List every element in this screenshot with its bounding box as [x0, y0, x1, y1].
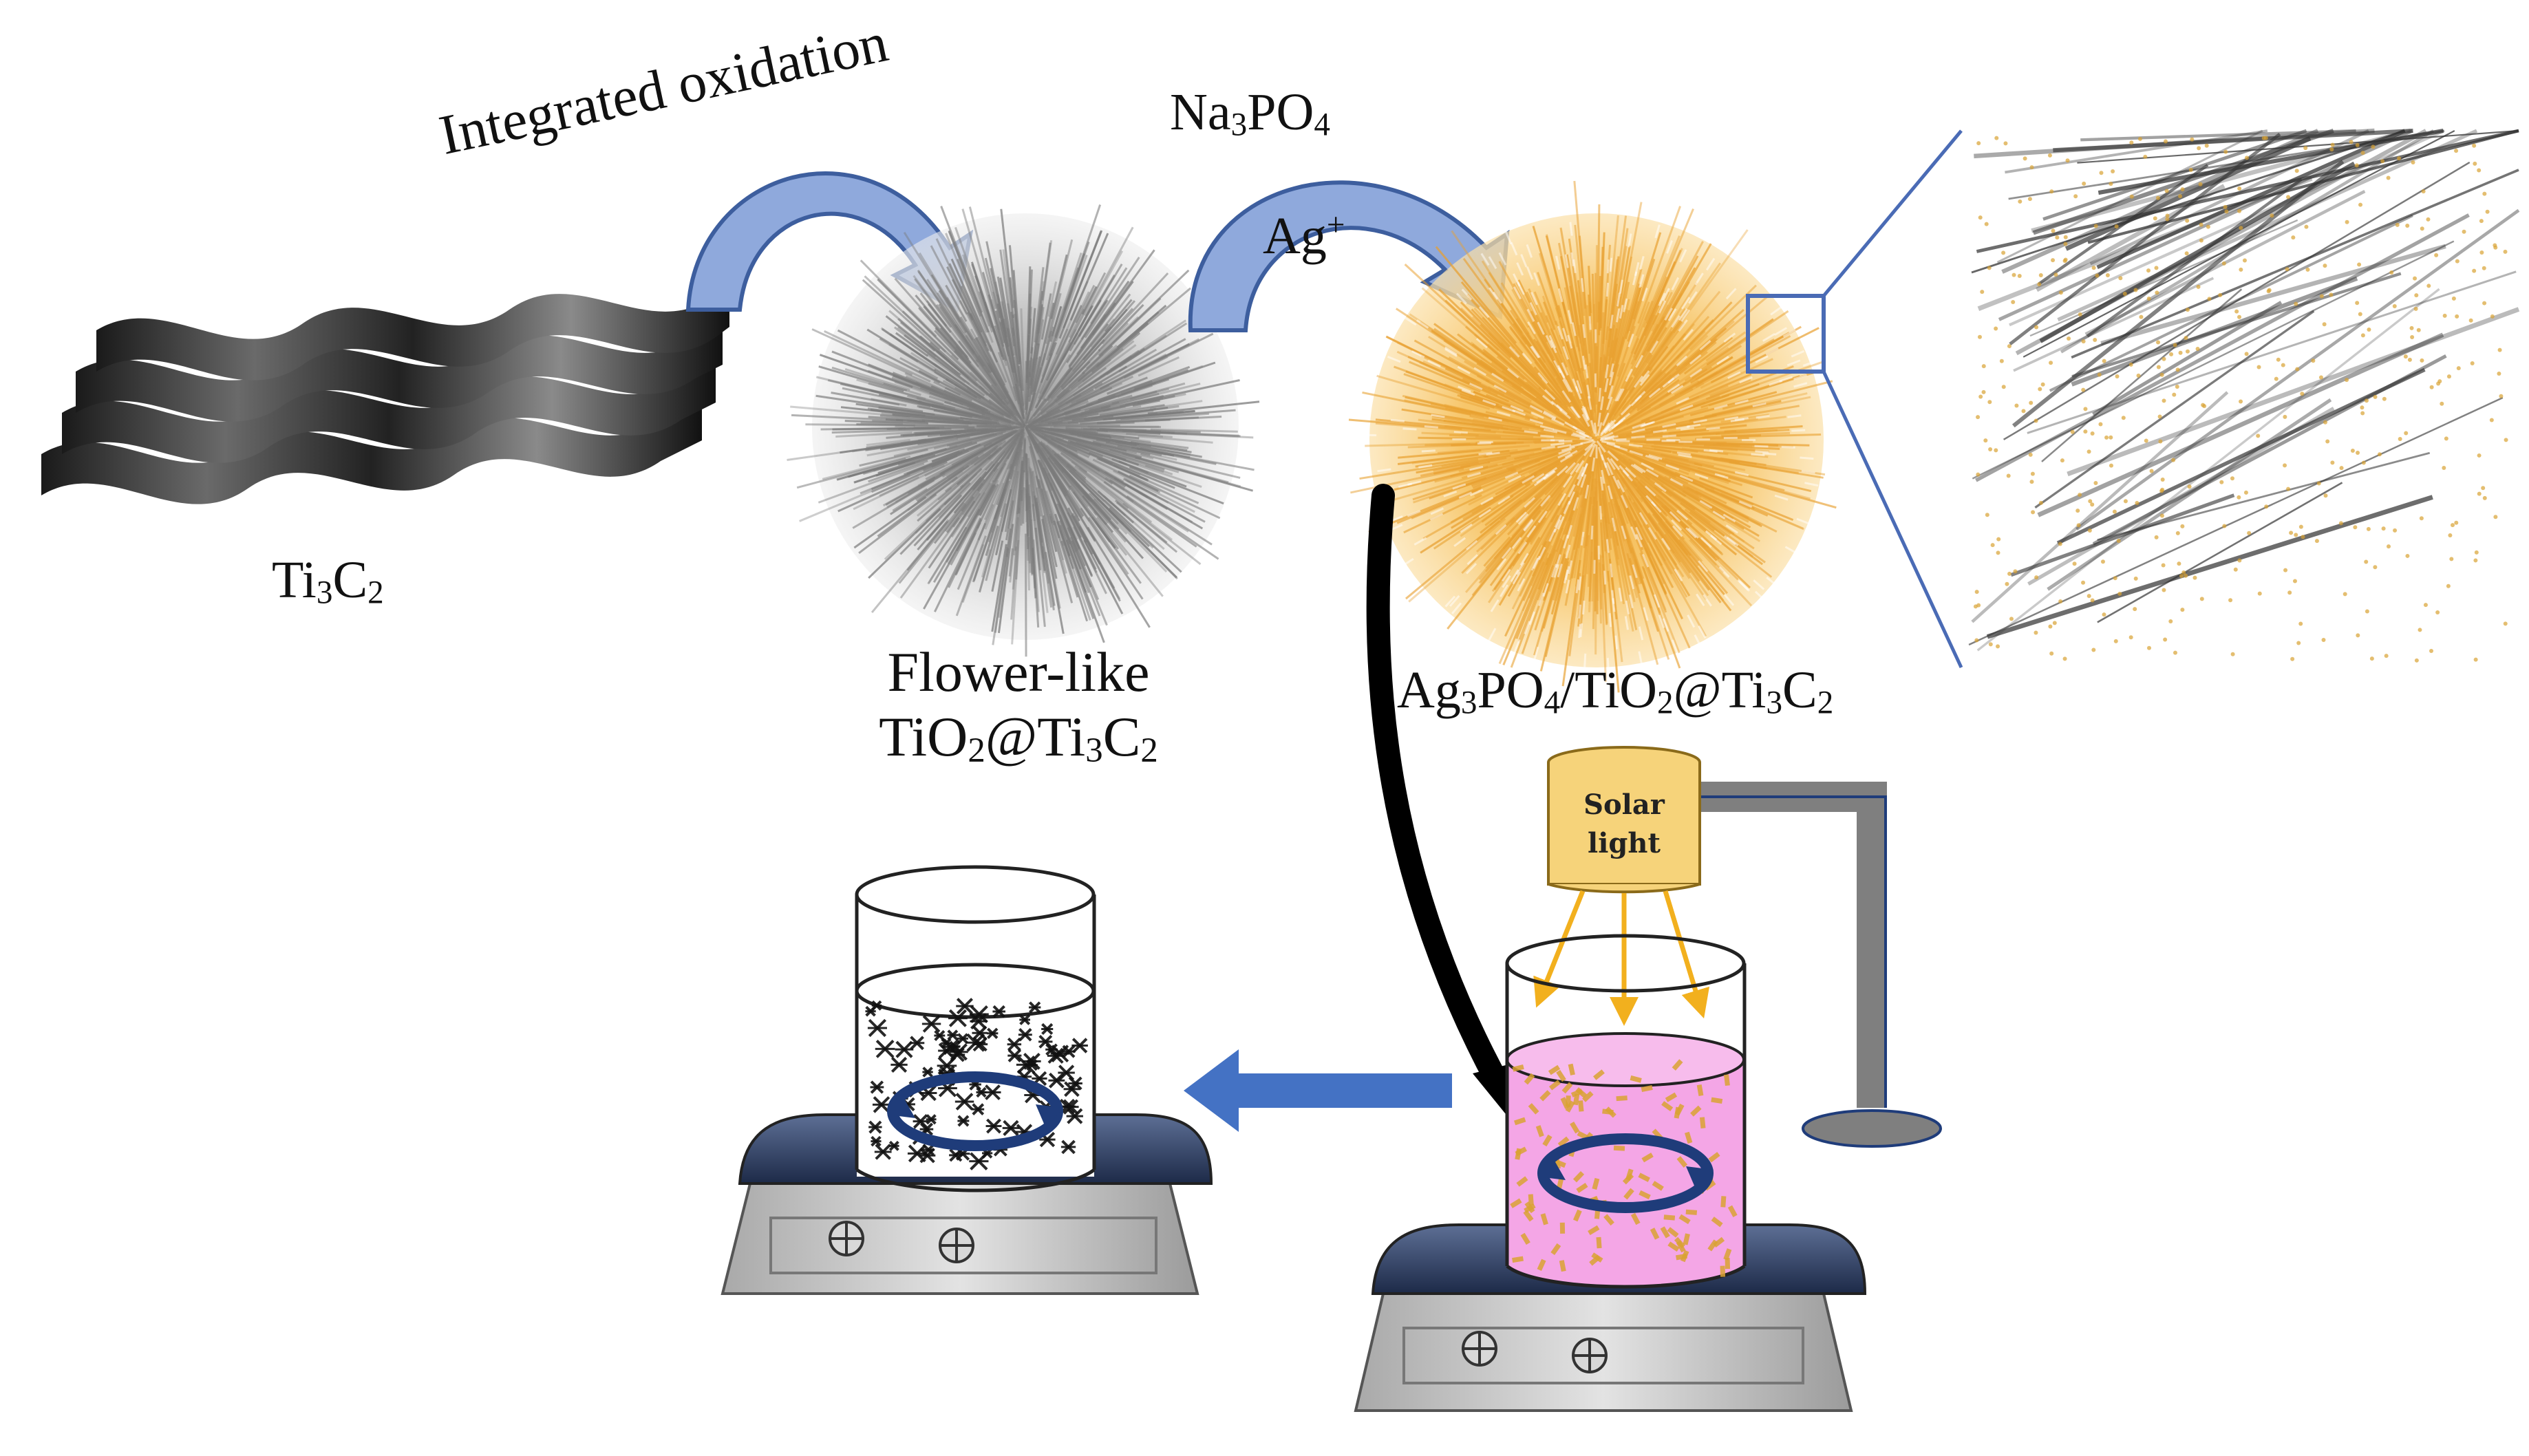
- label-ag-plus: Ag+: [1263, 206, 1345, 266]
- solar-line2: light: [1583, 824, 1665, 863]
- composite-sphere-icon: [1349, 181, 1836, 692]
- block-arrow-left: [1184, 1049, 1452, 1132]
- ti3c2-layers-icon: [41, 289, 729, 504]
- label-flower-like-line1: Flower-like: [819, 640, 1218, 705]
- flower-sphere-icon: [787, 205, 1259, 657]
- label-composite: Ag3PO4/TiO2@Ti3C2: [1397, 661, 1833, 721]
- label-flower-like-line2: TiO2@Ti3C2: [819, 705, 1218, 770]
- label-na3po4: Na3PO4: [1170, 83, 1330, 143]
- label-ti3c2: Ti3C2: [272, 550, 384, 611]
- solar-line1: Solar: [1583, 786, 1665, 824]
- label-solar-light: Solar light: [1550, 762, 1698, 886]
- zoomed-nanowires: [1969, 131, 2519, 663]
- label-flower-like: Flower-like TiO2@Ti3C2: [819, 640, 1218, 770]
